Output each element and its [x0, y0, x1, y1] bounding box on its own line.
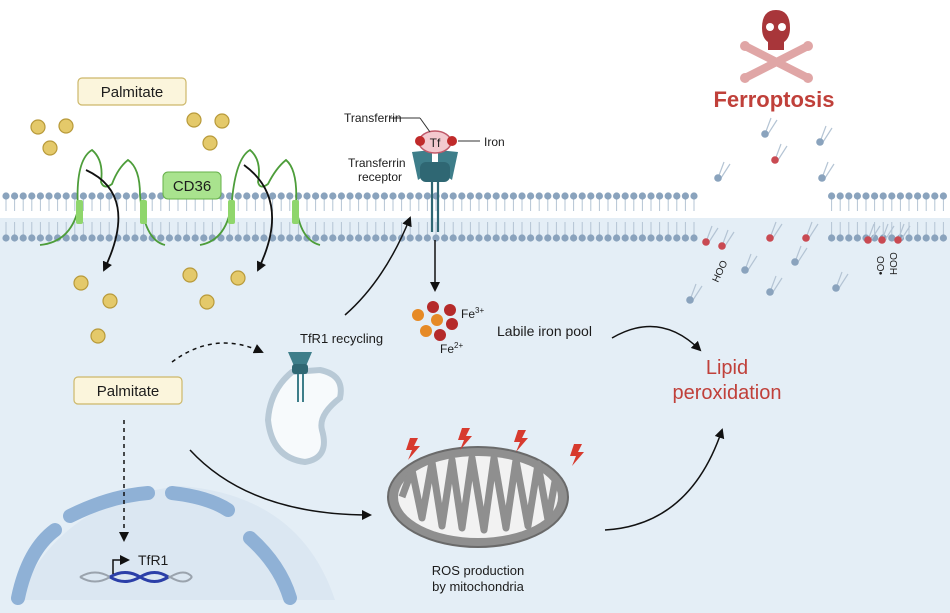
lipid-peroxidation-label-2: peroxidation — [673, 382, 782, 404]
palmitate-top-label: Palmitate — [101, 84, 164, 101]
tfr1-gene-label: TfR1 — [138, 552, 169, 568]
transferrin-molecule — [415, 130, 457, 154]
transferrin-receptor-label-2: receptor — [358, 170, 402, 184]
palmitate-inner-label: Palmitate — [97, 383, 160, 400]
dna-icon — [79, 555, 193, 583]
receptor-small-icon — [288, 352, 312, 402]
hoo-label-2: HOO — [889, 252, 900, 275]
palmitate-molecules — [30, 112, 246, 344]
arrow-recycling-receptor — [344, 216, 412, 316]
cd36-box — [162, 171, 222, 200]
skull-crossbones-icon — [740, 10, 813, 83]
ros-label-2: by mitochondria — [432, 579, 525, 594]
endosome-icon — [264, 366, 344, 466]
arrow-iron-lipid — [611, 325, 702, 352]
transferrin-receptor-label-1: Transferrin — [348, 156, 406, 170]
transferrin-label: Transferrin — [344, 111, 402, 125]
ros-label-1: ROS production — [432, 563, 525, 578]
oo-dot-label: •OO — [876, 256, 887, 275]
lightning-icons — [406, 428, 584, 466]
cd36-transmembrane — [76, 200, 299, 224]
arrow-cd36-entry-1 — [85, 169, 120, 272]
labile-iron-pool-label: Labile iron pool — [497, 323, 592, 339]
arrow-palmitate-mito — [189, 449, 372, 520]
iron-cluster — [412, 301, 458, 341]
tf-label: Tf — [430, 136, 441, 150]
arrow-cd36-entry-2 — [243, 164, 273, 272]
transferrin-receptor — [412, 150, 458, 232]
mitochondrion-icon — [387, 446, 569, 548]
fe3-label: Fe3+ — [461, 306, 484, 321]
nucleus — [11, 486, 335, 605]
fe2-label: Fe2+ — [440, 341, 463, 356]
palmitate-inner-box — [73, 376, 183, 405]
ferroptosis-label: Ferroptosis — [713, 87, 834, 112]
tfr1-recycling-label: TfR1 recycling — [300, 331, 383, 346]
arrow-palmitate-recycling — [171, 342, 264, 363]
arrow-mito-lipid — [604, 428, 725, 531]
lipid-peroxidation-label-1: Lipid — [706, 357, 748, 379]
cd36-label: CD36 — [173, 178, 211, 195]
palmitate-top-box — [77, 77, 187, 106]
iron-label: Iron — [484, 135, 505, 149]
oxidized-lipids — [686, 117, 911, 304]
